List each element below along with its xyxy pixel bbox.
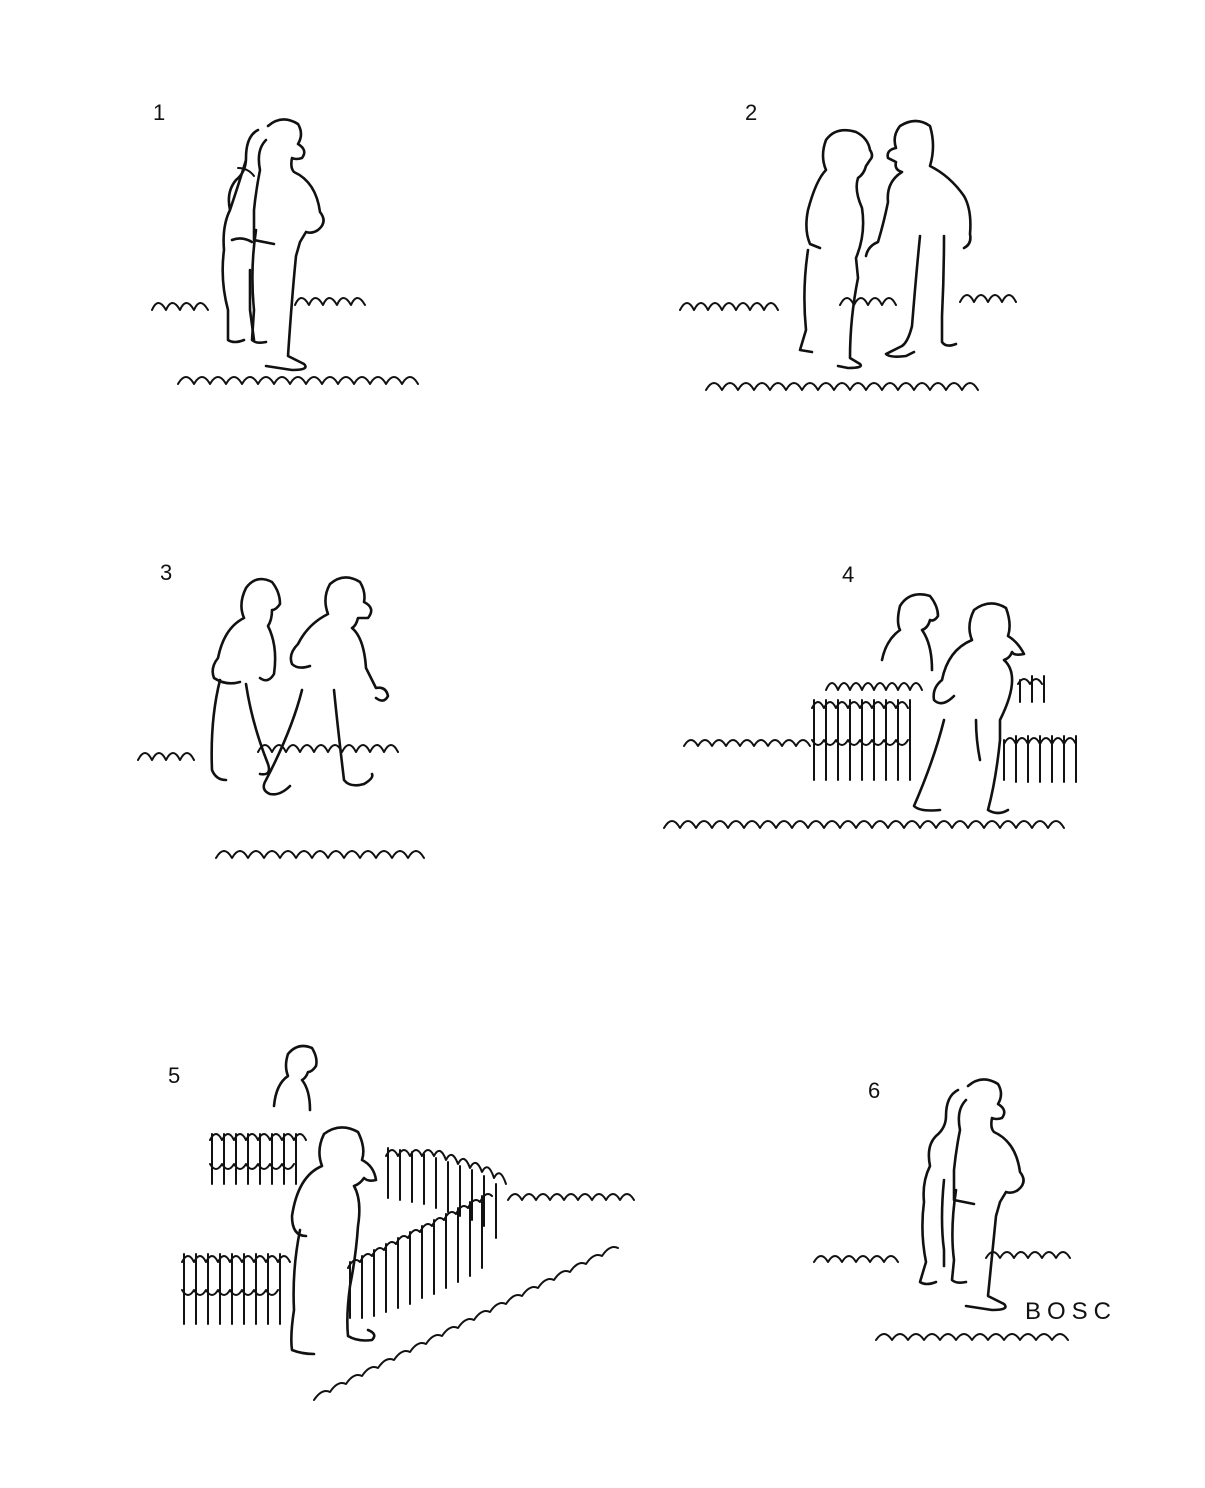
panel-number-6: 6 (868, 1078, 881, 1103)
hedge-back-6 (813, 1251, 1071, 1263)
panel-number-5: 5 (168, 1063, 181, 1088)
woman-figure-1 (221, 128, 260, 344)
man-figure-2 (864, 119, 972, 358)
woman-figure-4 (880, 593, 940, 672)
fence-top-right-5 (385, 1147, 507, 1239)
man-figure-4 (912, 602, 1026, 815)
panel-3 (137, 576, 425, 859)
hedge-back-1 (151, 297, 366, 311)
man-figure-5 (290, 1126, 378, 1356)
woman-figure-3 (210, 577, 282, 782)
fence-left-4 (811, 699, 911, 781)
fence-bottom-right-5 (347, 1193, 493, 1319)
man-figure-3 (262, 576, 390, 796)
hedge-front-5 (313, 1246, 619, 1401)
panel-number-4: 4 (842, 562, 855, 587)
woman-figure-2 (798, 128, 874, 370)
panel-5 (181, 1044, 635, 1401)
panel-4 (663, 593, 1077, 829)
hedge-back-4 (683, 739, 811, 747)
hedge-front-3 (215, 850, 425, 859)
panel-number-2: 2 (745, 100, 758, 125)
hedge-front-2 (705, 382, 979, 391)
fence-right-4 (1003, 675, 1077, 783)
panel-1 (151, 118, 419, 385)
fence-back-4 (825, 682, 923, 691)
hedge-back-3 (137, 744, 399, 761)
artist-signature: BOSC (1025, 1298, 1118, 1325)
man-figure-1 (250, 118, 325, 372)
panel-number-3: 3 (160, 560, 173, 585)
hedge-front-4 (663, 820, 1065, 829)
man-figure-6 (950, 1078, 1025, 1312)
hedge-back-2 (679, 294, 1017, 311)
panel-6 (813, 1078, 1071, 1341)
woman-figure-6 (918, 1088, 960, 1286)
hedge-right-5 (507, 1193, 635, 1201)
man-hand-1 (237, 167, 255, 177)
hedge-front-6 (875, 1333, 1069, 1341)
panel-number-1: 1 (153, 100, 166, 125)
fence-top-left-5 (209, 1133, 307, 1185)
woman-figure-5 (272, 1044, 318, 1112)
panel-2 (679, 119, 1017, 391)
hedge-front-1 (177, 376, 419, 385)
fence-bottom-left-5 (181, 1253, 291, 1325)
